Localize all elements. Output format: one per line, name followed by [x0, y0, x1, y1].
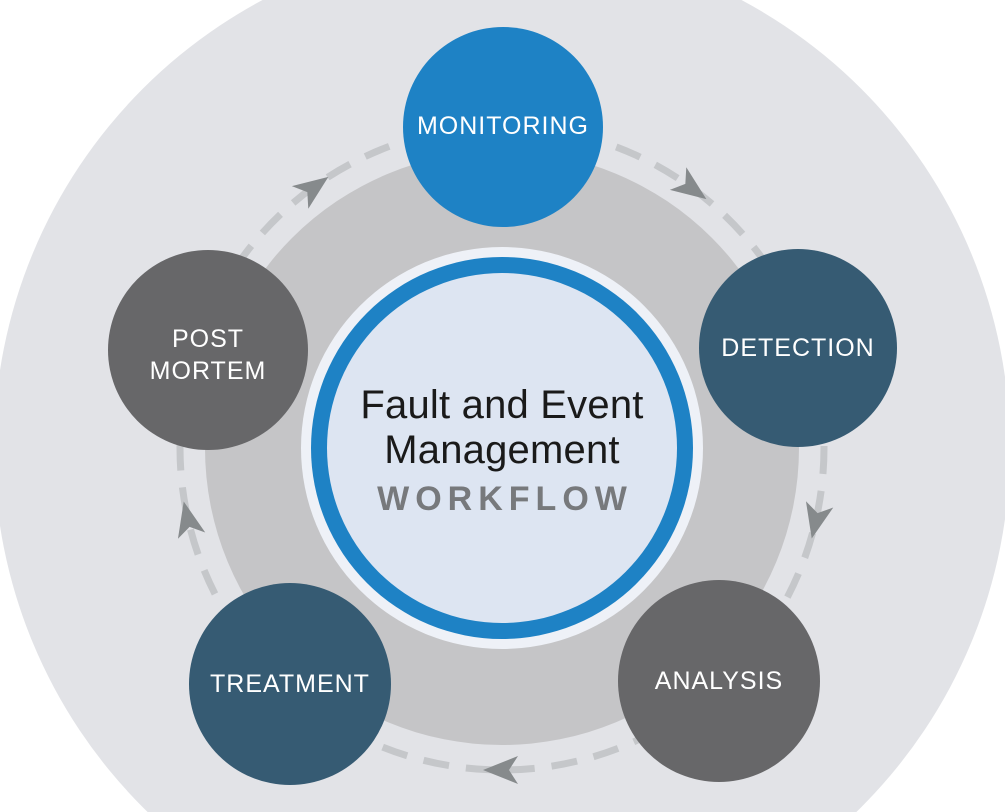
node-treatment: TREATMENT: [189, 583, 391, 785]
center-title-line1: Fault and Event: [360, 383, 643, 427]
center-inner-circle: [327, 273, 677, 623]
node-detection-circle: [699, 249, 897, 447]
center-subtitle: WORKFLOW: [377, 480, 633, 518]
flow-arrowhead-icon-right: [805, 501, 834, 539]
center-node: Fault and Event Management WORKFLOW: [301, 247, 703, 649]
node-monitoring-label: MONITORING: [417, 112, 589, 140]
node-detection-label: DETECTION: [721, 334, 874, 362]
flow-arrowhead-icon-top-right: [669, 167, 707, 200]
flow-arrowhead-icon-bottom: [483, 756, 518, 784]
flow-arrowhead-icon-left: [177, 501, 206, 539]
node-monitoring: MONITORING: [403, 27, 603, 227]
flow-arrowhead-icon-top-left: [291, 176, 329, 209]
node-post-mortem-label-line2: MORTEM: [150, 357, 267, 385]
node-post-mortem-circle: [108, 250, 308, 450]
node-detection: DETECTION: [699, 249, 897, 447]
node-monitoring-circle: [403, 27, 603, 227]
node-post-mortem: POST MORTEM: [108, 250, 308, 450]
node-post-mortem-label-line1: POST: [172, 325, 244, 353]
node-analysis-circle: [618, 580, 820, 782]
flow-arrowheads: [177, 167, 834, 784]
node-analysis-label: ANALYSIS: [655, 667, 783, 695]
node-treatment-label: TREATMENT: [210, 670, 370, 698]
center-title-line2: Management: [384, 428, 619, 472]
node-treatment-circle: [189, 583, 391, 785]
node-analysis: ANALYSIS: [618, 580, 820, 782]
